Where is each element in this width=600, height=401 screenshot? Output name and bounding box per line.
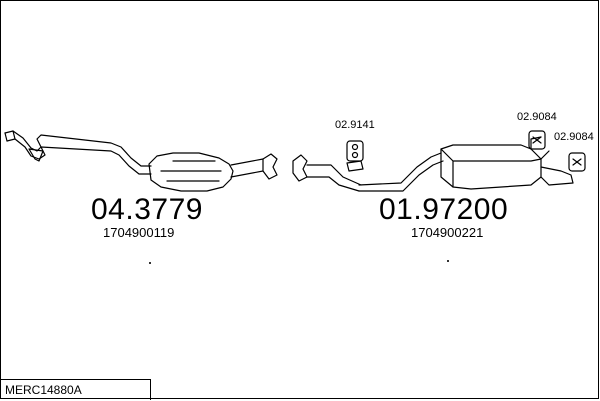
rubber-mount-icon xyxy=(346,140,364,162)
accessory-number: 02.9141 xyxy=(335,119,375,131)
accessory-number: 02.9084 xyxy=(554,131,594,143)
model-code: MERC14880A xyxy=(1,379,151,400)
rubber-mount-icon xyxy=(528,130,546,150)
marker-dot xyxy=(447,260,449,262)
accessory-number: 02.9084 xyxy=(517,111,557,123)
marker-dot xyxy=(149,262,151,264)
silencer-oem-number: 1704900221 xyxy=(411,225,484,240)
flange-joint xyxy=(262,153,362,192)
front-pipe xyxy=(4,130,152,175)
catalyst-part-number: 04.3779 xyxy=(91,193,203,226)
rubber-mount-icon xyxy=(568,152,586,172)
intermediate-pipe xyxy=(346,152,444,192)
rear-silencer xyxy=(440,136,574,190)
catalytic-converter xyxy=(148,152,264,192)
silencer-part-number: 01.97200 xyxy=(379,193,509,226)
catalyst-oem-number: 1704900119 xyxy=(103,225,175,240)
